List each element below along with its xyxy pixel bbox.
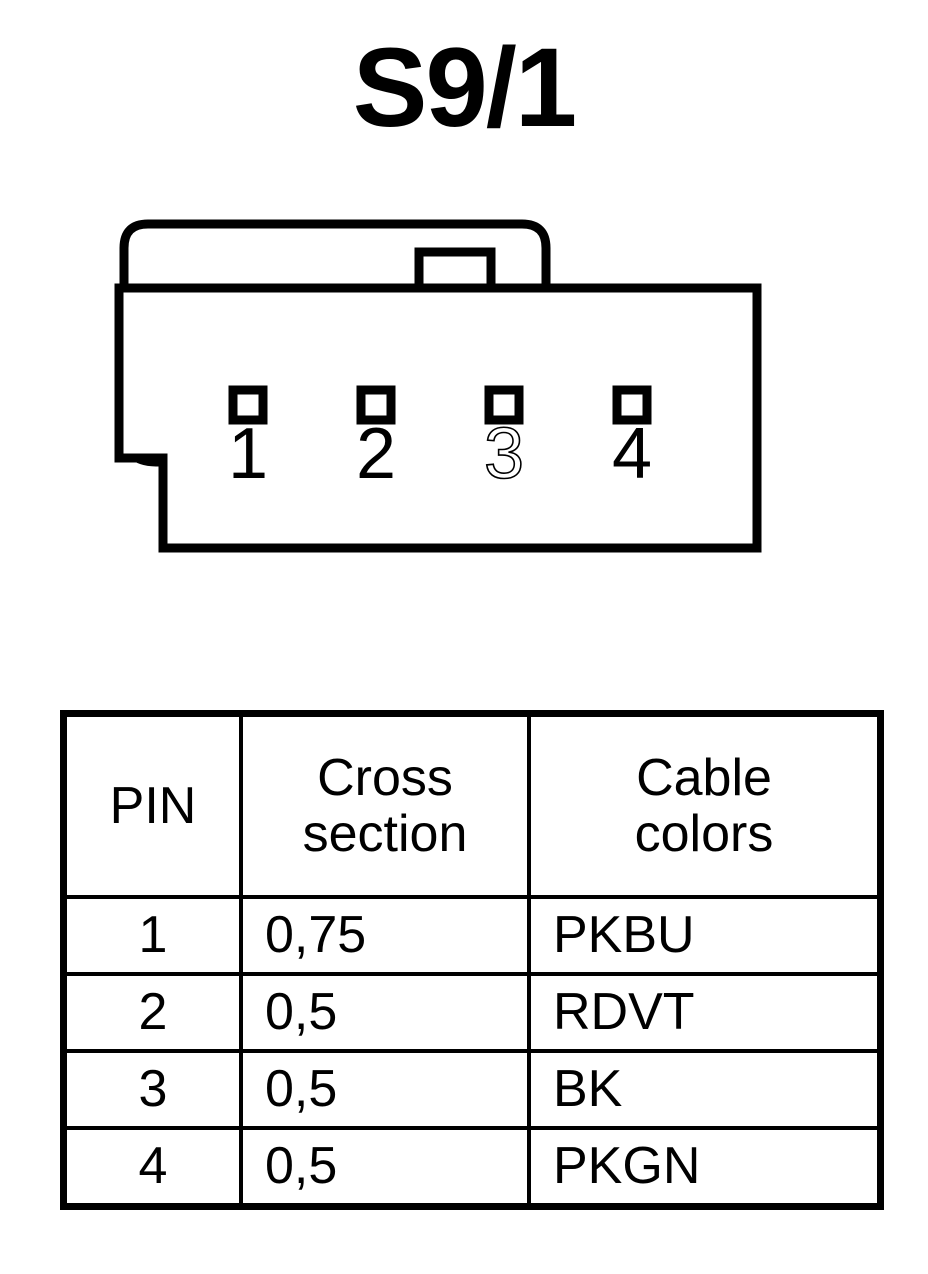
cell-cable-colors: PKBU xyxy=(527,895,883,976)
cell-pin: 2 xyxy=(61,972,243,1053)
cell-cable-colors: BK xyxy=(527,1049,883,1130)
page-title: S9/1 xyxy=(352,25,577,150)
pin-square-1[interactable] xyxy=(228,385,268,425)
connector-body xyxy=(114,283,762,553)
cell-cross-section: 0,5 xyxy=(239,1049,531,1130)
pin-table-container: PIN Cross section Cable colors 1 0,75 PK… xyxy=(60,710,884,1210)
cell-cross-section: 0,75 xyxy=(239,895,531,976)
pin-square-3[interactable] xyxy=(484,385,524,425)
table-row: 1 0,75 PKBU xyxy=(61,895,883,976)
connector-top-shell xyxy=(119,219,551,288)
pin-square-2[interactable] xyxy=(356,385,396,425)
pin-label-3: 3 xyxy=(484,414,524,494)
pin-assignment-table: PIN Cross section Cable colors 1 0,75 PK… xyxy=(60,710,884,1210)
cell-pin: 4 xyxy=(61,1126,243,1209)
cell-pin: 1 xyxy=(61,895,243,976)
cell-cross-section: 0,5 xyxy=(239,1126,531,1209)
table-header-row: PIN Cross section Cable colors xyxy=(61,711,883,899)
table-row: 3 0,5 BK xyxy=(61,1049,883,1130)
pin-label-1: 1 xyxy=(228,414,268,494)
header-cross-section-line1: Cross xyxy=(317,748,453,807)
pin-label-4: 4 xyxy=(612,414,652,494)
cell-pin: 3 xyxy=(61,1049,243,1130)
connector-svg: 1 2 3 4 xyxy=(114,219,762,553)
cell-cable-colors: RDVT xyxy=(527,972,883,1053)
header-cable-colors: Cable colors xyxy=(527,711,883,899)
connector-diagram: 1 2 3 4 xyxy=(0,200,928,580)
header-cross-section: Cross section xyxy=(239,711,531,899)
connector-latch-tab xyxy=(414,247,496,293)
cell-cross-section: 0,5 xyxy=(239,972,531,1053)
cell-cable-colors: PKGN xyxy=(527,1126,883,1209)
header-cross-section-line2: section xyxy=(302,805,468,863)
header-cable-colors-line1: Cable xyxy=(636,748,772,807)
table-row: 4 0,5 PKGN xyxy=(61,1126,883,1209)
header-pin: PIN xyxy=(61,711,243,899)
pin-square-4[interactable] xyxy=(612,385,652,425)
table-row: 2 0,5 RDVT xyxy=(61,972,883,1053)
pin-label-2: 2 xyxy=(356,414,396,494)
header-cable-colors-line2: colors xyxy=(634,805,774,863)
